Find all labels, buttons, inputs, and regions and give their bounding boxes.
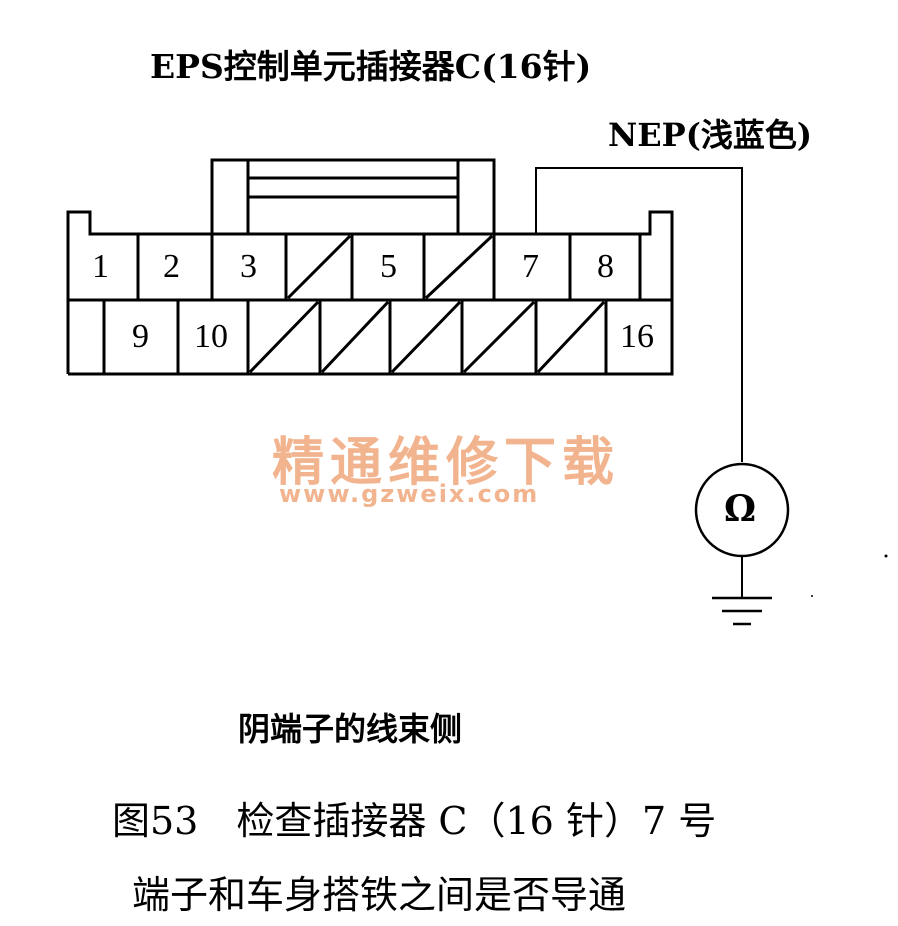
pin-label: 7 — [522, 248, 539, 285]
probe-wire — [535, 167, 743, 462]
pin-label: 2 — [163, 248, 180, 285]
empty-cavity-6 — [424, 234, 494, 300]
pin-label: 1 — [92, 248, 109, 285]
empty-cavity-11 — [248, 300, 320, 374]
ohm-symbol: Ω — [724, 488, 757, 530]
pin-label: 9 — [132, 318, 149, 355]
pin-label: 16 — [620, 318, 654, 355]
harness-side-label: 阴端子的线束侧 — [238, 710, 463, 748]
empty-cavity-13 — [390, 300, 462, 374]
watermark-title: 精通维修下载 — [272, 433, 621, 493]
pin-label: 10 — [194, 318, 228, 355]
ground-icon — [712, 596, 772, 626]
connector-title: EPS控制单元插接器C(16针) — [150, 47, 592, 86]
watermark-url: www.gzweix.com — [279, 480, 540, 508]
figure-caption-line2: 端子和车身搭铁之间是否导通 — [132, 873, 627, 917]
pin-label: 5 — [380, 248, 397, 285]
empty-cavity-12 — [320, 300, 390, 374]
empty-cavity-15 — [536, 300, 606, 374]
connector-body — [66, 210, 674, 376]
pin-label: 3 — [240, 248, 257, 285]
wire-label: NEP(浅蓝色) — [608, 116, 812, 154]
pin-label: 8 — [597, 248, 614, 285]
empty-cavity-14 — [462, 300, 536, 374]
empty-cavity-4 — [286, 234, 352, 300]
figure-caption-line1: 图53 检查插接器 C（16 针）7 号 — [112, 799, 717, 843]
